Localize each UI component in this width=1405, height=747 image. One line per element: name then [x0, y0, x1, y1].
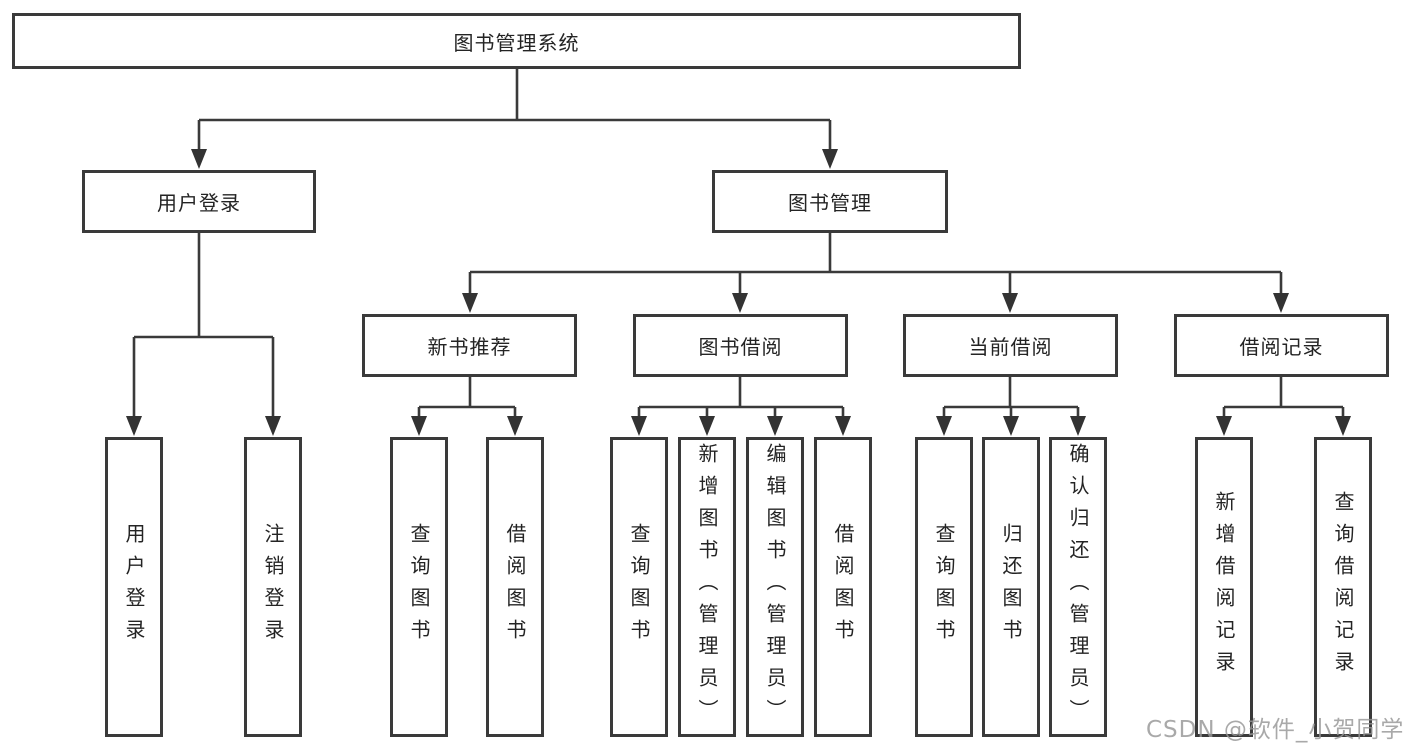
node-book-borrow: 图书借阅	[633, 314, 848, 377]
leaf-user-login: 用户登录	[105, 437, 163, 737]
connector-borrow-record-children	[1216, 377, 1351, 436]
node-root-system: 图书管理系统	[12, 13, 1021, 69]
leaf-query-books-recommend: 查询图书	[390, 437, 448, 737]
node-new-book-recommend: 新书推荐	[362, 314, 577, 377]
node-label: 新增图书（管理员）	[695, 443, 719, 731]
leaf-add-books-admin: 新增图书（管理员）	[678, 437, 736, 737]
leaf-query-books-current: 查询图书	[915, 437, 973, 737]
node-label: 注销登录	[261, 523, 285, 651]
node-current-borrow: 当前借阅	[903, 314, 1118, 377]
node-label: 新增借阅记录	[1212, 491, 1236, 683]
connector-new-book-children	[411, 377, 523, 436]
node-label: 借阅记录	[1239, 335, 1324, 359]
connector-user-login-children	[126, 233, 281, 436]
node-label: 图书借阅	[698, 335, 783, 359]
connector-book-mgmt-children	[462, 233, 1289, 313]
node-user-login: 用户登录	[82, 170, 316, 233]
node-borrow-record: 借阅记录	[1174, 314, 1389, 377]
leaf-logout: 注销登录	[244, 437, 302, 737]
node-label: 编辑图书（管理员）	[763, 443, 787, 731]
node-label: 借阅图书	[503, 523, 527, 651]
node-label: 归还图书	[999, 523, 1023, 651]
node-label: 查询图书	[627, 523, 651, 651]
leaf-query-borrow-record: 查询借阅记录	[1314, 437, 1372, 737]
leaf-borrow-books: 借阅图书	[814, 437, 872, 737]
csdn-watermark: CSDN @软件_小贺同学	[1146, 717, 1405, 743]
leaf-return-books: 归还图书	[982, 437, 1040, 737]
node-label: 用户登录	[157, 191, 241, 215]
node-label: 新书推荐	[427, 335, 512, 359]
node-label: 借阅图书	[831, 523, 855, 651]
node-label: 图书管理	[788, 191, 872, 215]
connector-book-borrow-children	[631, 377, 851, 436]
node-label: 查询图书	[407, 523, 431, 651]
leaf-edit-books-admin: 编辑图书（管理员）	[746, 437, 804, 737]
connector-root-to-level2	[191, 69, 838, 169]
node-label: 当前借阅	[968, 335, 1053, 359]
node-label: 用户登录	[122, 523, 146, 651]
leaf-query-books-borrow: 查询图书	[610, 437, 668, 737]
leaf-borrow-books-recommend: 借阅图书	[486, 437, 544, 737]
node-label: 查询图书	[932, 523, 956, 651]
node-book-management: 图书管理	[712, 170, 948, 233]
node-label: 确认归还（管理员）	[1066, 443, 1090, 731]
node-label: 查询借阅记录	[1331, 491, 1355, 683]
leaf-confirm-return-admin: 确认归还（管理员）	[1049, 437, 1107, 737]
node-label: 图书管理系统	[453, 30, 580, 55]
connector-current-borrow-children	[936, 377, 1086, 436]
leaf-add-borrow-record: 新增借阅记录	[1195, 437, 1253, 737]
